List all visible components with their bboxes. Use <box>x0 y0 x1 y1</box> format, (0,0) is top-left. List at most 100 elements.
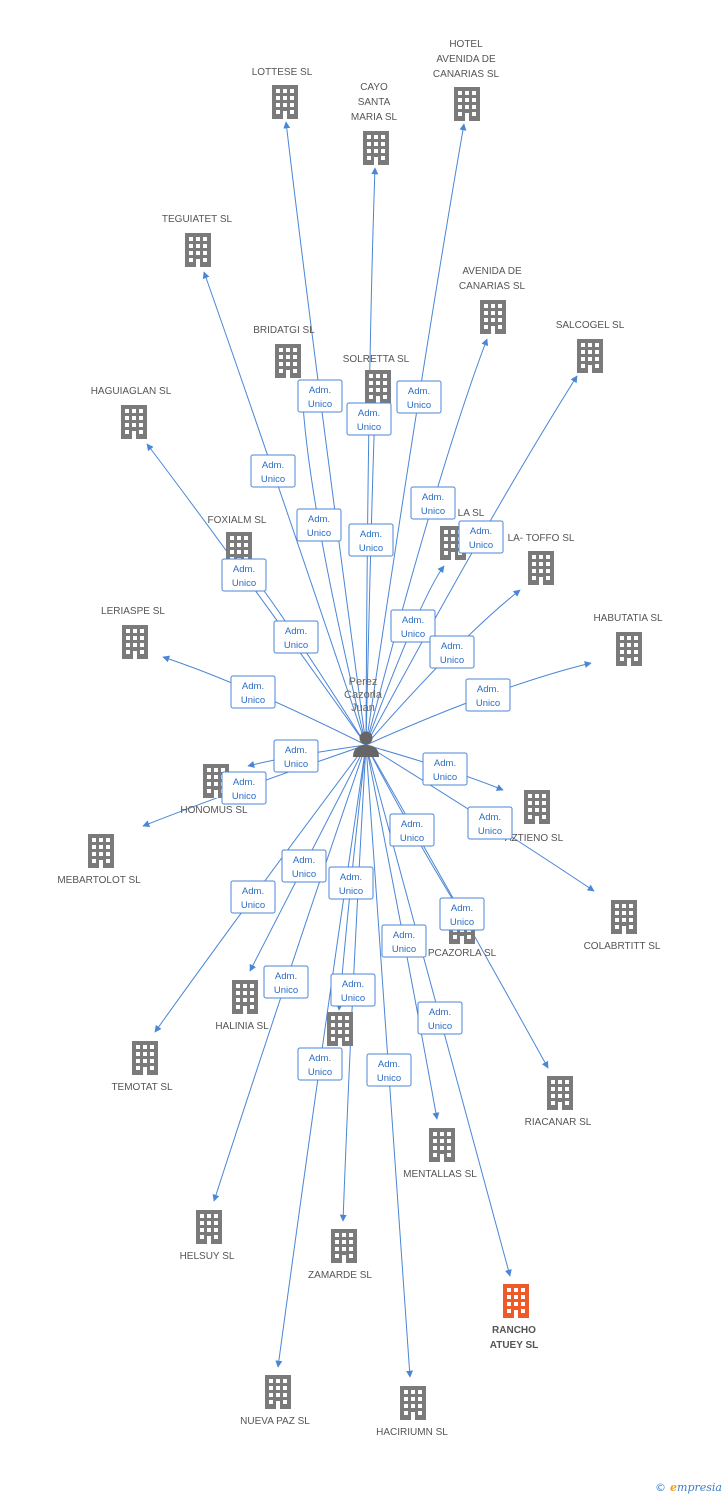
edge-label-zamarde[interactable]: Adm.Unico <box>330 973 376 1007</box>
edge-label-text: Adm. <box>340 872 362 883</box>
company-label: TEMOTAT SL <box>111 1082 173 1093</box>
edge-label-avenida[interactable]: Adm.Unico <box>410 486 456 520</box>
company-node-lottese[interactable]: LOTTESE SL <box>252 67 313 119</box>
company-node-zamarde[interactable]: ZAMARDE SL <box>308 1229 372 1281</box>
company-node-aztieno[interactable]: AZTIENO SL <box>505 790 564 844</box>
company-label-line: LERIASPE SL <box>101 606 165 617</box>
edge-label-halinia[interactable]: Adm.Unico <box>281 849 327 883</box>
edge-label-solretta[interactable]: Adm.Unico <box>348 523 394 557</box>
company-node-haciriumn[interactable]: HACIRIUMN SL <box>376 1386 448 1438</box>
edge-teguiatet <box>202 271 367 746</box>
edge-label-pcazorla[interactable]: Adm.Unico <box>389 813 435 847</box>
company-node-la[interactable]: LA SL <box>440 508 485 560</box>
edge-label-text: Unico <box>292 869 316 880</box>
edge-label-temotat[interactable]: Adm.Unico <box>230 880 276 914</box>
edge-label-helsuy[interactable]: Adm.Unico <box>263 965 309 999</box>
edge-label-hotel[interactable]: Adm.Unico <box>396 380 442 414</box>
company-node-mebartolot[interactable]: MEBARTOLOT SL <box>57 834 141 886</box>
edge-foxialm <box>249 571 367 746</box>
edge-label-text: Adm. <box>285 626 307 637</box>
company-node-teguiatet[interactable]: TEGUIATET SL <box>162 214 233 267</box>
company-label-line: HACIRIUMN SL <box>376 1427 448 1438</box>
company-node-bridatgi[interactable]: BRIDATGI SL <box>253 325 315 378</box>
company-node-foxialm[interactable]: FOXIALM SL <box>208 515 267 566</box>
edge-label-colabrtitt[interactable]: Adm.Unico <box>467 806 513 840</box>
edge-label-text: Unico <box>433 772 457 783</box>
company-node-honomus[interactable]: HONOMUS SL <box>180 764 248 816</box>
company-label-line: RANCHO <box>492 1325 536 1336</box>
edge-label-leriaspe[interactable]: Adm.Unico <box>230 675 276 709</box>
edge-label-box <box>273 620 319 654</box>
company-label: HONOMUS SL <box>180 805 248 816</box>
edge-label-box <box>281 849 327 883</box>
edge-label-box <box>381 924 427 958</box>
edge-label-box <box>263 965 309 999</box>
building-icon <box>616 632 642 666</box>
edge-label-honomus[interactable]: Adm.Unico <box>273 739 319 773</box>
edge-label-text: Unico <box>421 506 445 517</box>
edge-label-teguiatet[interactable]: Adm.Unico <box>250 454 296 488</box>
edge-label-haciriumn[interactable]: Adm.Unico <box>366 1053 412 1087</box>
company-node-mentallas[interactable]: MENTALLAS SL <box>403 1128 477 1180</box>
edge-label-haguiaglan[interactable]: Adm. Unico <box>221 558 267 592</box>
company-node-leriaspe[interactable]: LERIASPE SL <box>101 606 165 659</box>
company-node-salcogel[interactable]: SALCOGEL SL <box>556 320 625 373</box>
edge-label-habutatia[interactable]: Adm.Unico <box>465 678 511 712</box>
edge-label-cayo[interactable]: Adm.Unico <box>346 402 392 436</box>
company-label: HAGUIAGLAN SL <box>91 386 172 397</box>
building-icon <box>232 980 258 1014</box>
company-label: FOXIALM SL <box>208 515 267 526</box>
edge-label-text: Adm. <box>233 777 255 788</box>
company-node-colabrtitt[interactable]: COLABRTITT SL <box>584 900 661 952</box>
building-icon <box>272 85 298 119</box>
edge-label-box <box>330 973 376 1007</box>
company-node-latoffo[interactable]: LA- TOFFO SL <box>508 533 575 585</box>
edge-label-rancho[interactable]: Adm.Unico <box>417 1001 463 1035</box>
edge-label-text: Unico <box>241 695 265 706</box>
edge-label-lottese[interactable]: Adm.Unico <box>297 379 343 413</box>
company-node-solretta[interactable]: SOLRETTA SL <box>343 354 410 404</box>
edge-label-ron[interactable]: Adm. Unico <box>328 866 374 900</box>
edge-label-aztieno[interactable]: Adm. Unico <box>422 752 468 786</box>
edge-label-text: Adm. <box>434 758 456 769</box>
building-icon <box>429 1128 455 1162</box>
edge-label-text: Unico <box>232 578 256 589</box>
company-node-temotat[interactable]: TEMOTAT SL <box>111 1041 173 1093</box>
company-node-helsuy[interactable]: HELSUY SL <box>180 1210 235 1262</box>
edge-label-mentallas[interactable]: Adm.Unico <box>381 924 427 958</box>
company-node-halinia[interactable]: HALINIA SL <box>215 980 269 1032</box>
edge-label-text: Unico <box>440 655 464 666</box>
edge-label-bridatgi[interactable]: Adm.Unico <box>296 508 342 542</box>
copyright-symbol: © <box>655 1481 667 1494</box>
edge-label-box <box>429 635 475 669</box>
edge-label-box <box>273 739 319 773</box>
company-node-pcazorla[interactable]: PCAZORLA SL <box>428 910 497 959</box>
company-node-haguiaglan[interactable]: HAGUIAGLAN SL <box>91 386 172 439</box>
company-label-line: AVENIDA DE <box>462 266 522 277</box>
company-node-habutatia[interactable]: HABUTATIA SL <box>593 613 663 666</box>
company-label-line: TEGUIATET SL <box>162 214 233 225</box>
edge-label-text: Adm. <box>233 564 255 575</box>
company-node-riacanar[interactable]: RIACANAR SL <box>525 1076 592 1128</box>
edge-label-foxialm[interactable]: Adm.Unico <box>273 620 319 654</box>
building-icon <box>503 1284 529 1318</box>
building-icon <box>363 131 389 165</box>
company-node-nuevapaz[interactable]: NUEVA PAZ SL <box>240 1375 310 1427</box>
edge-label-latoffo[interactable]: Adm.Unico <box>429 635 475 669</box>
edge-label-salcogel[interactable]: Adm.Unico <box>458 520 504 554</box>
edge-label-box <box>390 609 436 643</box>
company-label-line: HAGUIAGLAN SL <box>91 386 172 397</box>
building-icon <box>524 790 550 824</box>
edge-label-nuevapaz[interactable]: Adm.Unico <box>297 1047 343 1081</box>
edge-label-text: Unico <box>339 886 363 897</box>
building-icon <box>265 1375 291 1409</box>
company-label-line: LOTTESE SL <box>252 67 313 78</box>
edge-label-la[interactable]: Adm.Unico <box>390 609 436 643</box>
edge-label-mebartolot[interactable]: Adm.Unico <box>221 771 267 805</box>
edge-label-riacanar[interactable]: Adm.Unico <box>439 897 485 931</box>
